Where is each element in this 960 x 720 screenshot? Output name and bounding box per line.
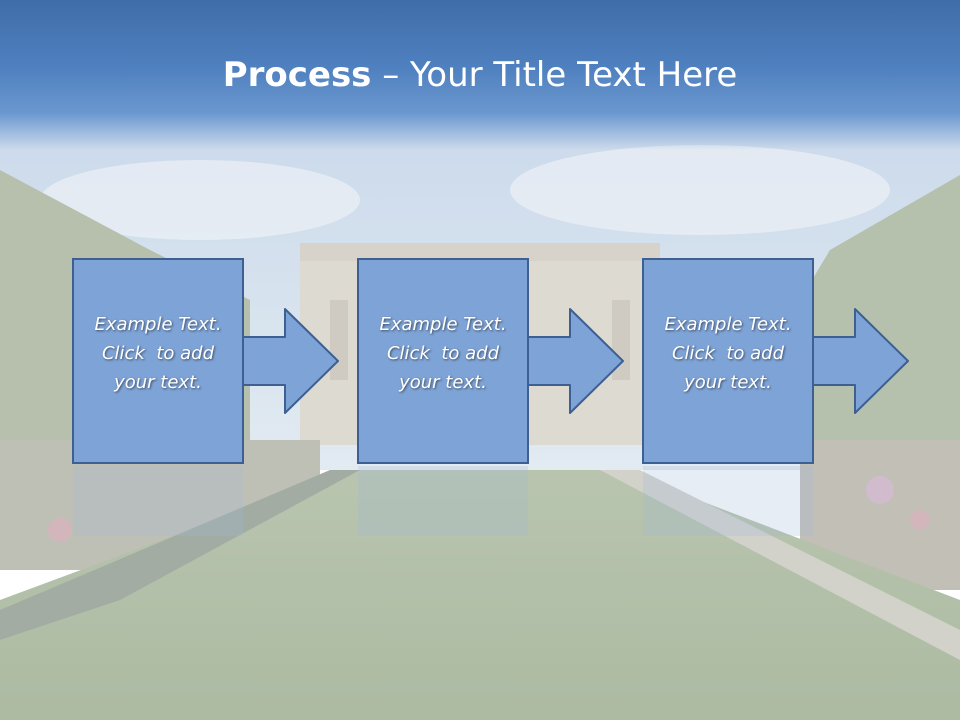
step-text-line: Example Text.	[664, 314, 792, 335]
process-step-2[interactable]: Example Text. Click to add your text.	[357, 258, 529, 464]
step-text-line: Example Text.	[94, 314, 222, 335]
step-text-line: your text.	[684, 372, 772, 393]
title-band	[0, 0, 960, 150]
step-text-line: Click to add	[101, 343, 214, 364]
title-rest: – Your Title Text Here	[371, 55, 738, 95]
step-text-line: Click to add	[386, 343, 499, 364]
process-step-1[interactable]: Example Text. Click to add your text.	[72, 258, 244, 464]
step-text: Example Text. Click to add your text.	[72, 310, 244, 397]
title-bold: Process	[222, 55, 372, 95]
step-box-shape	[72, 258, 244, 464]
step-text: Example Text. Click to add your text.	[642, 310, 814, 397]
slide-title[interactable]: Process – Your Title Text Here	[0, 52, 960, 98]
step-text-line: your text.	[114, 372, 202, 393]
reflection-3	[643, 466, 813, 536]
arrow-2	[524, 308, 624, 414]
step-text-line: your text.	[399, 372, 487, 393]
step-box-shape	[642, 258, 814, 464]
step-text-line: Example Text.	[379, 314, 507, 335]
arrow-3	[809, 308, 909, 414]
reflection-2	[358, 466, 528, 536]
step-box-shape	[357, 258, 529, 464]
arrow-1	[239, 308, 339, 414]
process-step-3[interactable]: Example Text. Click to add your text.	[642, 258, 814, 464]
step-text-line: Click to add	[671, 343, 784, 364]
step-text: Example Text. Click to add your text.	[357, 310, 529, 397]
reflection-1	[73, 466, 243, 536]
